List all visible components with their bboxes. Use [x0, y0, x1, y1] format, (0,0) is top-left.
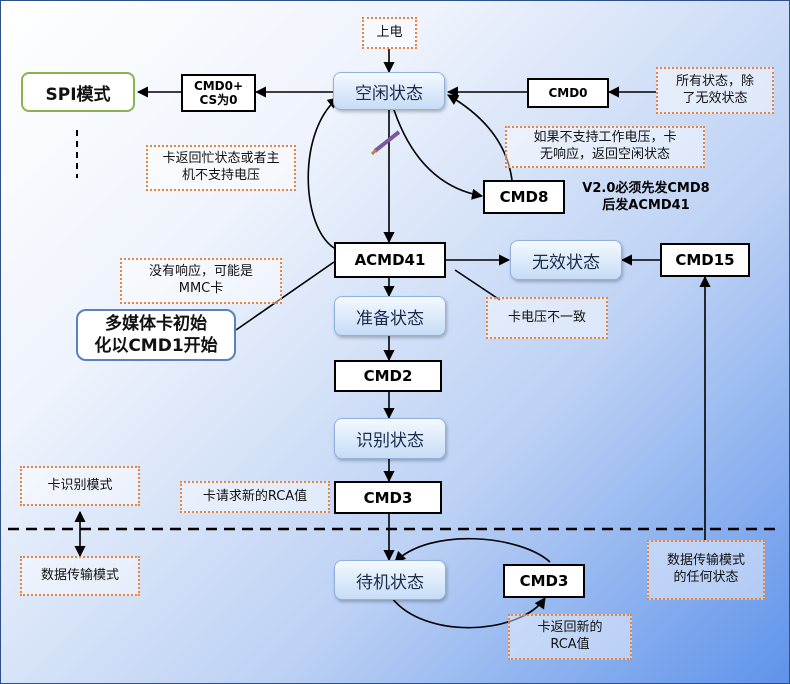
- note-not-support-voltage: 如果不支持工作电压，卡 无响应，返回空闲状态: [505, 126, 705, 168]
- state-ready: 准备状态: [334, 296, 446, 336]
- note-return-rca: 卡返回新的 RCA值: [508, 614, 632, 660]
- state-inactive: 无效状态: [510, 240, 622, 280]
- state-standby: 待机状态: [334, 560, 446, 600]
- label-data-transfer-mode: 数据传输模式: [20, 556, 140, 596]
- arrow-acmd41-idle-busy: [307, 97, 339, 249]
- note-busy-or-host: 卡返回忙状态或者主 机不支持电压: [146, 145, 296, 191]
- note-v2-requirement: V2.0必须先发CMD8 后发ACMD41: [582, 181, 710, 213]
- note-request-rca: 卡请求新的RCA值: [180, 481, 330, 513]
- arrow-idle-cmd8: [393, 109, 484, 200]
- note-any-data-state: 数据传输模式 的任何状态: [647, 540, 765, 600]
- spi-mode-box: SPI模式: [21, 72, 135, 112]
- cmd0-box: CMD0: [527, 78, 609, 108]
- state-idle: 空闲状态: [333, 72, 445, 110]
- acmd41-box: ACMD41: [334, 242, 446, 278]
- note-no-response: 没有响应，可能是 MMC卡: [120, 258, 282, 304]
- arrow-cmd8-idle: [447, 94, 513, 181]
- mmc-init-box: 多媒体卡初始 化以CMD1开始: [76, 309, 236, 361]
- state-identification: 识别状态: [334, 418, 446, 459]
- power-on-label: 上电: [362, 17, 417, 49]
- cmd2-box: CMD2: [334, 360, 442, 392]
- cmd3-box: CMD3: [334, 481, 442, 514]
- cmd3-loop-box: CMD3: [503, 564, 585, 598]
- pen-mark-icon: [370, 130, 401, 156]
- cmd8-box: CMD8: [483, 180, 565, 214]
- arrow-standby-cmd3loop: [391, 597, 546, 629]
- cmd0-cs-box: CMD0+ CS为0: [181, 74, 256, 112]
- note-voltage-mismatch: 卡电压不一致: [486, 297, 608, 339]
- arrow-cmd3loop-standby: [394, 537, 551, 563]
- note-all-states: 所有状态，除 了无效状态: [656, 67, 774, 114]
- line-acmd41-voltage: [454, 269, 501, 301]
- line-acmd41-mmc: [235, 261, 335, 331]
- cmd15-box: CMD15: [660, 243, 750, 277]
- label-card-id-mode: 卡识别模式: [20, 466, 140, 506]
